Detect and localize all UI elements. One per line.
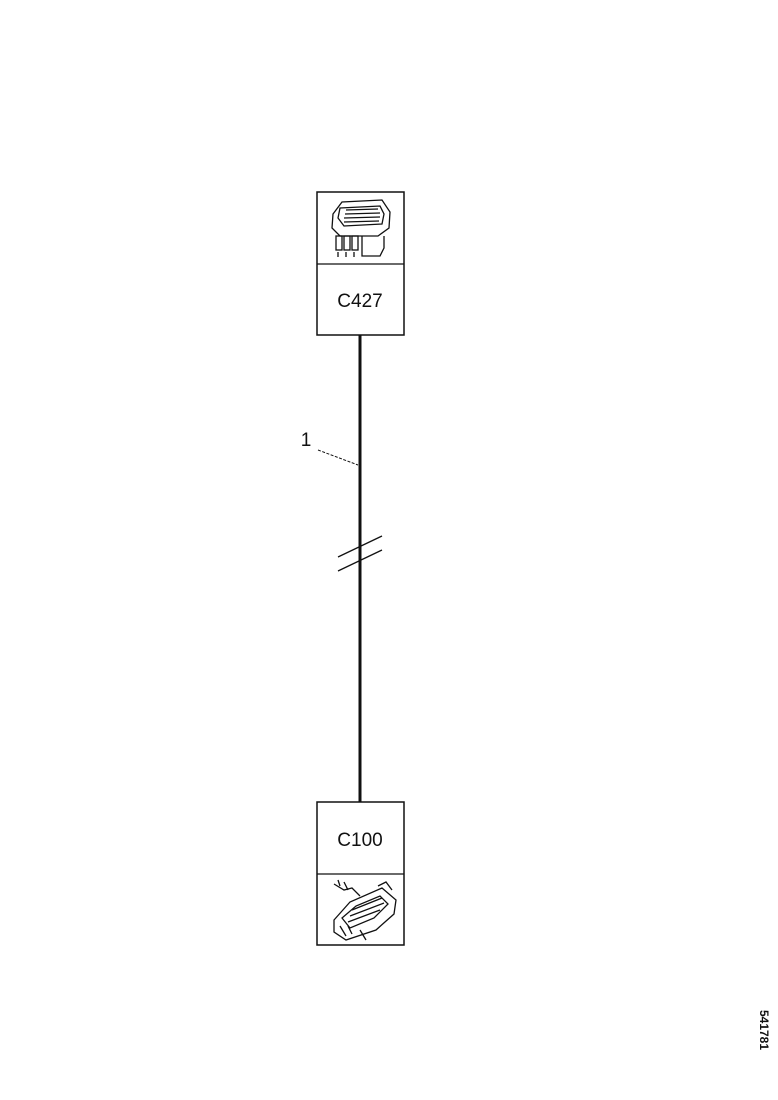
connector-icon xyxy=(331,199,391,257)
figure-id: 541781 xyxy=(757,1010,771,1050)
connector-c427-label: C427 xyxy=(337,291,382,312)
connector-icon xyxy=(333,879,397,941)
connector-c100-label: C100 xyxy=(337,830,382,851)
connector-c427[interactable]: C427 xyxy=(316,191,405,336)
callout-1: 1 xyxy=(301,430,359,466)
connector-c100[interactable]: C100 xyxy=(316,801,405,946)
wire-break-symbol xyxy=(337,535,383,572)
callout-leader-line xyxy=(317,449,359,466)
callout-number: 1 xyxy=(301,430,312,451)
